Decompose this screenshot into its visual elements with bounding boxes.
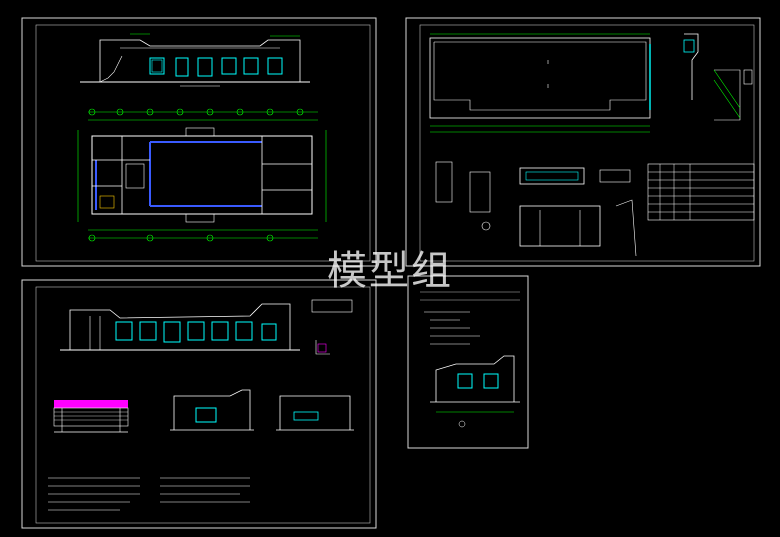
sheet-2-frame <box>405 17 761 267</box>
sheet-4-frame <box>407 275 529 449</box>
sheet-2-roof-plan <box>429 33 651 133</box>
sheet-1-frame <box>21 17 377 267</box>
sheet-3-side-elevations <box>53 389 354 433</box>
sheet-3-notes <box>48 477 250 511</box>
sheet-1-elevation <box>80 33 310 87</box>
sheet-2-details <box>435 33 755 257</box>
sheet-4-notes-and-elevation <box>424 311 520 428</box>
sheet-1-floor-plan <box>77 108 327 242</box>
sheet-3-front-elevation <box>60 299 353 355</box>
sheet-3-frame <box>21 279 377 529</box>
